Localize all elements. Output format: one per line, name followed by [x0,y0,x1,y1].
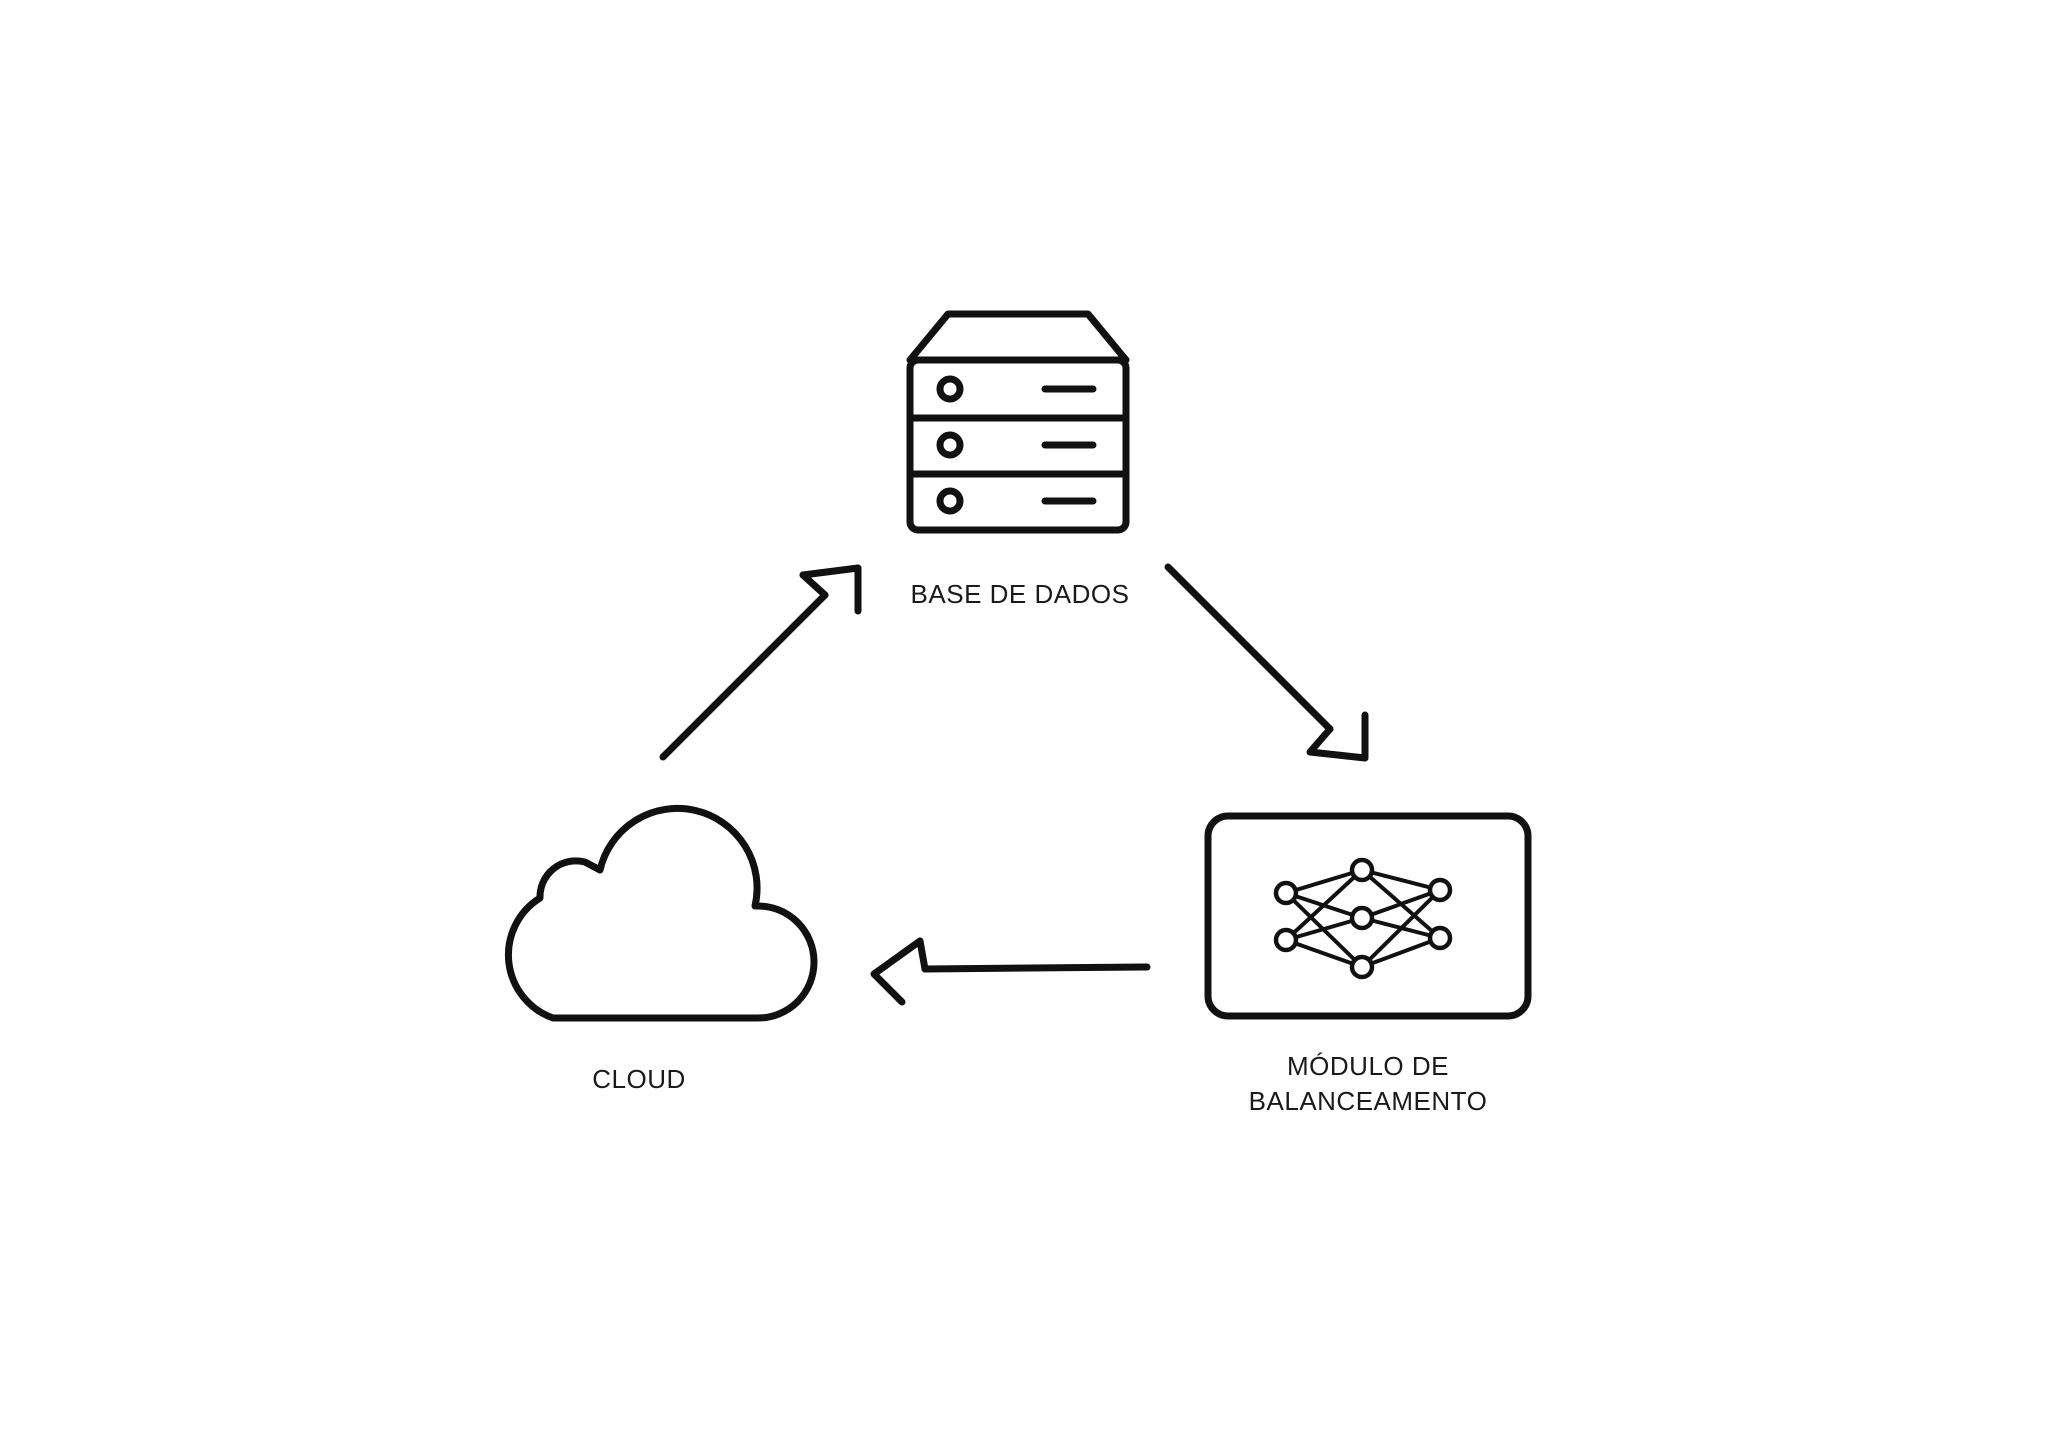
server-database-icon [906,310,1130,534]
cloud-label: CLOUD [592,1064,686,1094]
server-light-icon [936,431,964,459]
server-top-cap [906,310,1130,364]
balancer-label-line1: MÓDULO DE [1287,1051,1449,1081]
network-node-icon [1427,877,1453,903]
arrow-database-to-balancer [1164,563,1369,762]
network-node-icon [1273,880,1299,906]
server-light-icon [936,375,964,403]
network-node-icon [1349,905,1375,931]
network-node-icon [1349,954,1375,980]
server-light-icon [936,487,964,515]
network-node-icon [1427,925,1453,951]
balancer-label-line2: BALANCEAMENTO [1249,1086,1488,1116]
neural-network-icon [1273,857,1453,980]
network-node-icon [1349,857,1375,883]
database-label: BASE DE DADOS [911,579,1130,609]
server-body [906,356,1130,534]
arrow-balancer-to-cloud [870,937,1151,1006]
balancer-node [1204,812,1532,1020]
cloud-icon [504,805,818,1022]
balancer-frame [1204,812,1532,1020]
arrow-cloud-to-database [659,564,862,761]
network-node-icon [1273,927,1299,953]
